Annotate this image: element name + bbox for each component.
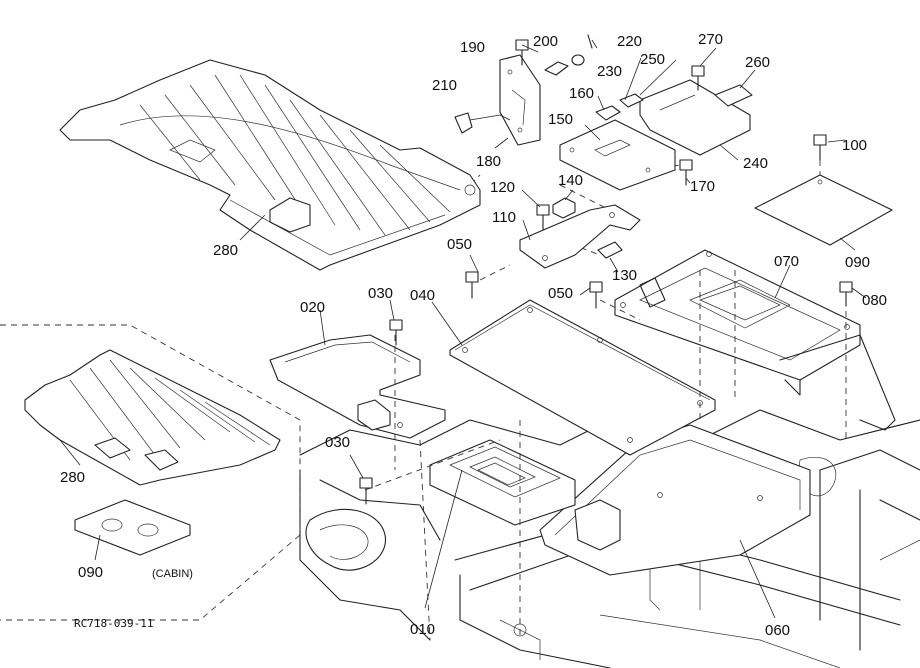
label-140: 140 xyxy=(558,172,583,189)
label-090-cabin: 090 xyxy=(78,564,103,581)
label-280-cabin: 280 xyxy=(60,469,85,486)
label-190: 190 xyxy=(460,39,485,56)
label-120: 120 xyxy=(490,179,515,196)
part-040-plate xyxy=(449,299,716,456)
label-020: 020 xyxy=(300,299,325,316)
part-090-cabin-plate xyxy=(74,499,191,556)
label-260: 260 xyxy=(745,54,770,71)
label-220: 220 xyxy=(617,33,642,50)
part-110-bracket xyxy=(519,204,641,269)
part-150-plate xyxy=(559,119,676,191)
label-150: 150 xyxy=(548,111,573,128)
label-170: 170 xyxy=(690,178,715,195)
label-210: 210 xyxy=(432,77,457,94)
part-060-floor-plate xyxy=(539,424,811,576)
label-040: 040 xyxy=(410,287,435,304)
label-180: 180 xyxy=(476,153,501,170)
label-240: 240 xyxy=(743,155,768,172)
part-140-clip xyxy=(552,197,576,219)
label-110: 110 xyxy=(492,209,516,226)
part-180-lever-plate xyxy=(499,54,541,146)
label-050-b: 050 xyxy=(548,285,573,302)
drawing-code: RC718-039-11 xyxy=(74,617,153,630)
chassis-frame xyxy=(299,409,920,668)
leader-lines xyxy=(59,39,867,619)
label-200: 200 xyxy=(533,33,558,50)
label-280-top: 280 xyxy=(213,242,238,259)
part-090-plate xyxy=(754,174,893,246)
label-010: 010 xyxy=(410,621,435,638)
label-230: 230 xyxy=(597,63,622,80)
cabin-note: (CABIN) xyxy=(152,568,193,580)
alignment-guides xyxy=(0,160,847,641)
part-240-plate xyxy=(639,79,751,156)
label-030-b: 030 xyxy=(325,434,350,451)
label-160: 160 xyxy=(569,85,594,102)
part-010-plate xyxy=(429,439,576,526)
label-060: 060 xyxy=(765,622,790,639)
label-050-a: 050 xyxy=(447,236,472,253)
hardware xyxy=(359,34,853,505)
part-070-bracket xyxy=(614,249,896,431)
part-280-floor-mat xyxy=(59,59,481,271)
label-100: 100 xyxy=(842,137,867,154)
label-090-right: 090 xyxy=(845,254,870,271)
label-080: 080 xyxy=(862,292,887,309)
label-070: 070 xyxy=(774,253,799,270)
label-270: 270 xyxy=(698,31,723,48)
label-130: 130 xyxy=(612,267,637,284)
part-130-pin xyxy=(597,241,623,259)
part-labels: 280 190 200 220 270 250 230 260 210 160 … xyxy=(60,31,887,639)
label-250: 250 xyxy=(640,51,665,68)
part-020-plate xyxy=(269,334,446,439)
label-030-a: 030 xyxy=(368,285,393,302)
part-280-cabin-mat xyxy=(24,349,281,486)
